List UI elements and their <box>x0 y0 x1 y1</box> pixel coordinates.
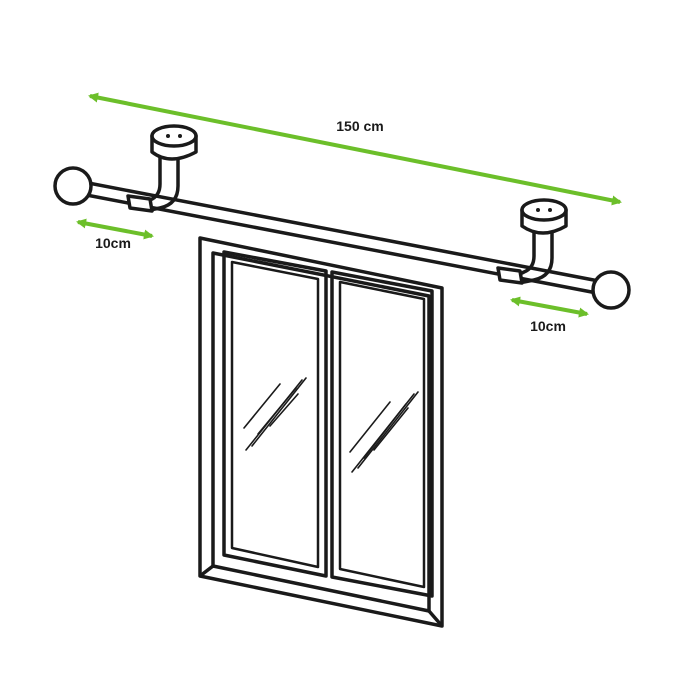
window-right-glass <box>338 280 426 589</box>
finial-left <box>53 166 93 206</box>
finial-right <box>591 270 631 310</box>
window-inner-frame <box>211 251 431 613</box>
measure-left-label: 10cm <box>95 235 131 251</box>
window-sill-depth <box>198 564 444 628</box>
window-right-pane <box>330 270 434 598</box>
measure-left: 10cm <box>76 218 154 251</box>
measure-total-label: 150 cm <box>336 118 383 134</box>
window-left-glass <box>230 260 320 569</box>
glass-shine-icon <box>243 377 419 473</box>
window <box>198 236 444 628</box>
measure-right: 10cm <box>510 296 589 334</box>
curtain-rod <box>53 124 631 310</box>
measure-total: 150 cm <box>88 92 622 206</box>
bracket-right-clip <box>496 266 524 285</box>
window-left-pane <box>222 250 328 578</box>
measure-left-arrow <box>76 218 154 240</box>
measure-total-arrow <box>88 92 622 206</box>
bracket-left-clip <box>126 194 154 213</box>
measure-right-label: 10cm <box>530 318 566 334</box>
measure-right-arrow <box>510 296 589 318</box>
